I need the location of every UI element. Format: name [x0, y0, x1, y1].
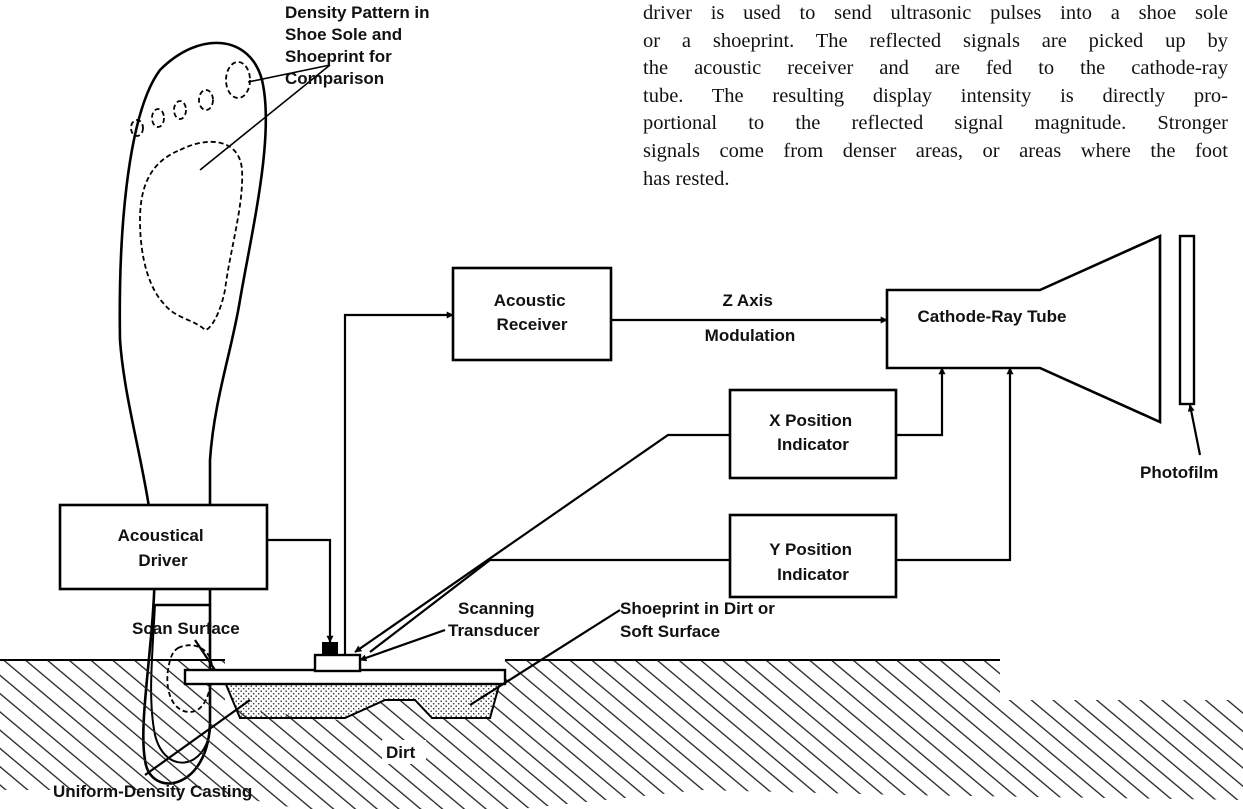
cathode-ray-tube: [885, 233, 1196, 425]
x-position-indicator-box: [728, 388, 898, 480]
label-line: X Position: [769, 411, 852, 430]
dirt-label: Dirt: [386, 743, 416, 762]
ground-section: [0, 642, 1243, 809]
y-position-indicator-box: [728, 513, 898, 599]
label-line: Acoustic: [494, 291, 566, 310]
crt-label: Cathode-Ray Tube: [918, 307, 1067, 326]
x-position-label: X Position Indicator: [769, 411, 857, 454]
scan-surface-label: Scan Surface: [132, 619, 240, 638]
photofilm-strip: [1178, 234, 1196, 406]
paragraph-line: driver is used to send ultrasonic pulses…: [643, 2, 1228, 24]
density-pattern-label: Density Pattern in Shoe Sole and Shoepri…: [285, 3, 434, 88]
label-line: Acoustical: [118, 526, 204, 545]
toe-print: [173, 100, 187, 120]
paragraph-line: signals come from denser areas, or areas…: [643, 139, 1228, 162]
x-to-transducer-line: [354, 433, 730, 653]
label-line: Driver: [138, 551, 188, 570]
z-axis-label: Z Axis Modulation: [705, 291, 796, 345]
transducer-to-receiver-line: [343, 311, 454, 655]
y-to-transducer-line: [369, 558, 730, 653]
label-line: Z Axis: [722, 291, 772, 310]
label-line: Y Position: [769, 540, 852, 559]
label-line: Receiver: [497, 315, 568, 334]
label-line: Transducer: [448, 621, 540, 640]
scanning-transducer: [313, 653, 362, 673]
paragraph-line: has rested.: [643, 167, 730, 190]
label-line: Shoeprint in Dirt or: [620, 599, 775, 618]
shoe-sole-illustration: Density Pattern in Shoe Sole and Shoepri…: [118, 3, 434, 785]
photofilm-label: Photofilm: [1140, 463, 1218, 482]
label-line: Scanning: [458, 599, 535, 618]
paragraph-line: or a shoeprint. The reflected signals ar…: [643, 29, 1228, 52]
paragraph-line: the acoustic receiver and are fed to the…: [643, 57, 1228, 80]
scanning-transducer-label: Scanning Transducer: [448, 599, 540, 640]
y-to-crt-line: [896, 367, 1014, 562]
shoeprint-label: Shoeprint in Dirt or Soft Surface: [620, 599, 780, 641]
dirt-hatching: [0, 660, 1243, 809]
density-label-line: Density Pattern in: [285, 3, 430, 22]
density-label-line: Comparison: [285, 69, 384, 88]
label-line: Soft Surface: [620, 622, 720, 641]
paragraph-line: portional to the reflected signal magnit…: [643, 112, 1228, 135]
foot-density-pattern: [139, 141, 244, 331]
description-paragraph: driver is used to send ultrasonic pulses…: [643, 0, 1228, 193]
x-to-crt-line: [896, 367, 946, 437]
y-position-label: Y Position Indicator: [769, 540, 857, 584]
uniform-density-casting: [223, 681, 502, 719]
acoustical-driver-box: [58, 503, 269, 591]
density-label-line: Shoeprint for: [285, 47, 392, 66]
toe-print: [130, 119, 144, 137]
density-label-line: Shoe Sole and: [285, 25, 402, 44]
paragraph-line: tube. The resulting display intensity is…: [643, 84, 1228, 107]
label-line: Indicator: [777, 435, 849, 454]
acoustic-receiver-box: [451, 266, 613, 362]
acoustic-receiver-label: Acoustic Receiver: [494, 291, 571, 334]
toe-print: [151, 108, 165, 128]
toe-print: [225, 61, 251, 99]
label-line: Modulation: [705, 326, 796, 345]
toe-print: [198, 89, 214, 111]
driver-to-transducer-line: [267, 538, 334, 643]
casting-label: Uniform-Density Casting: [53, 782, 252, 801]
acoustical-driver-label: Acoustical Driver: [118, 526, 209, 570]
label-line: Indicator: [777, 565, 849, 584]
